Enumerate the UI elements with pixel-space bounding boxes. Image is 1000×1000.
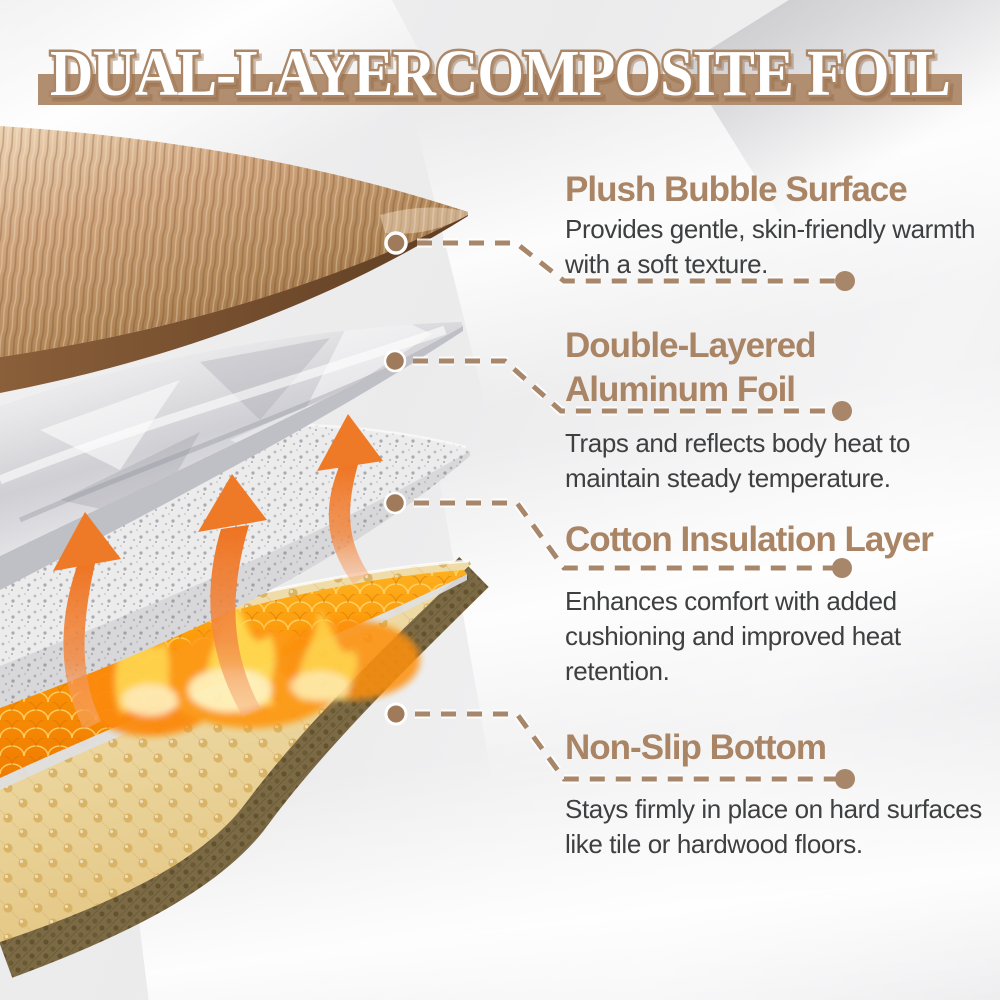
heat-arrow-icon [198,474,267,717]
title-banner: DUAL-LAYERCOMPOSITE FOIL DUAL-LAYERCOMPO… [48,35,957,117]
callout-description: Stays firmly in place on hard surfaces l… [565,794,982,859]
page-title: DUAL-LAYERCOMPOSITE FOIL [50,37,950,110]
heat-arrows [53,414,383,730]
plush-fur-layer [0,126,468,393]
heat-arrow-icon [53,512,121,730]
fur-hair-texture [0,126,468,357]
callout-connector-4 [384,702,855,789]
foil-thickness [0,326,463,590]
callout-end-dot [832,558,852,578]
layer-marker-icon [384,231,408,255]
callout-end-dot [835,769,855,789]
callout-description: Provides gentle, skin-friendly warmth wi… [565,214,976,279]
callout-end-dot [832,401,852,421]
heat-arrow-icon [317,414,383,584]
aluminum-foil-layer [0,322,463,590]
callout-description: Enhances comfort with added cushioning a… [565,586,901,686]
callout-cotton-insulation-layer: Cotton Insulation Layer Enhances comfort… [565,518,995,689]
callout-plush-bubble-surface: Plush Bubble Surface Provides gentle, sk… [565,168,995,282]
page-title-shadow: DUAL-LAYERCOMPOSITE FOIL [53,41,953,114]
callout-end-dot [835,271,855,291]
callout-heading: Plush Bubble Surface [565,170,908,209]
callout-double-layered-aluminum-foil: Double-Layered Aluminum Foil Traps and r… [565,324,995,496]
layer-marker-icon [384,702,408,726]
callout-heading: Non-Slip Bottom [565,728,827,767]
callout-connector-2 [383,349,852,421]
title-banner-bar [38,74,962,105]
flame-icon [78,593,420,736]
callout-connector-3 [383,491,852,578]
callout-heading: Double-Layered [565,326,817,365]
callout-heading: Aluminum Foil [565,370,796,409]
fur-under-edge [0,213,468,393]
fur-tip-highlight [380,207,468,234]
callout-connector-1 [384,231,855,291]
callout-connectors [383,231,855,789]
callout-heading: Cotton Insulation Layer [565,520,934,559]
layer-marker-icon [383,491,407,515]
callout-description: Traps and reflects body heat to maintain… [565,428,911,493]
callout-non-slip-bottom: Non-Slip Bottom Stays firmly in place on… [565,726,995,862]
layer-marker-icon [383,349,407,373]
